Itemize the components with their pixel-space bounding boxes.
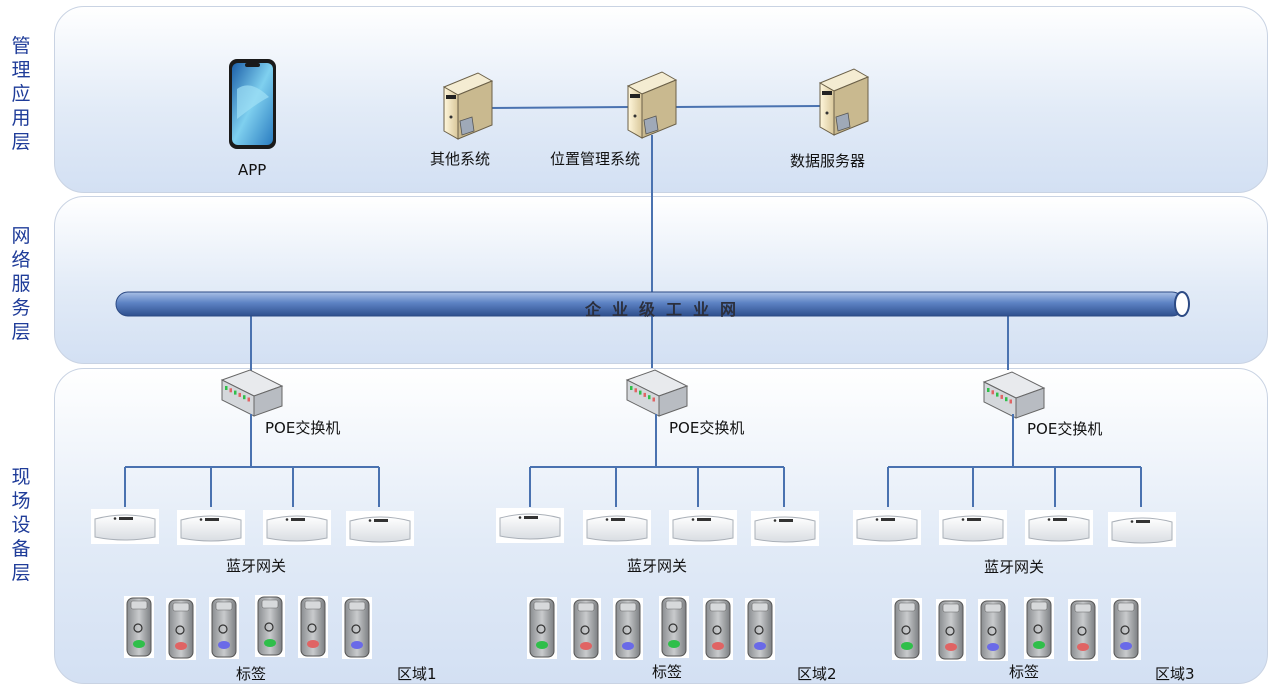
phone-icon bbox=[229, 59, 276, 149]
layer-title-net: 网络服务层 bbox=[11, 225, 31, 343]
tag-icon bbox=[613, 598, 643, 660]
tag-icon bbox=[571, 598, 601, 660]
zone-label: 区域2 bbox=[797, 665, 837, 683]
gateway-label: 蓝牙网关 bbox=[984, 558, 1045, 576]
enterprise-network-bus bbox=[115, 291, 1190, 317]
tag-icon bbox=[342, 597, 372, 659]
bluetooth-gateway-icon bbox=[1108, 512, 1176, 547]
tag-icon bbox=[1024, 597, 1054, 659]
bluetooth-gateway-icon bbox=[1025, 510, 1093, 545]
bluetooth-gateway-icon bbox=[669, 510, 737, 545]
data-server-label: 数据服务器 bbox=[790, 152, 866, 170]
bluetooth-gateway-icon bbox=[91, 509, 159, 544]
tag-icon bbox=[703, 598, 733, 660]
tag-label: 标签 bbox=[236, 665, 267, 683]
tag-icon bbox=[298, 596, 328, 658]
poe-switch-icon bbox=[982, 371, 1046, 419]
gateway-label: 蓝牙网关 bbox=[226, 557, 287, 575]
other-system-label: 其他系统 bbox=[430, 150, 491, 168]
tag-label: 标签 bbox=[652, 663, 683, 681]
tag-icon bbox=[1111, 598, 1141, 660]
zone-label: 区域3 bbox=[1155, 665, 1195, 683]
tag-icon bbox=[527, 597, 557, 659]
bluetooth-gateway-icon bbox=[177, 510, 245, 545]
tag-icon bbox=[978, 599, 1008, 661]
layer-title-field: 现场设备层 bbox=[11, 466, 31, 584]
tag-label: 标签 bbox=[1009, 663, 1040, 681]
app-label: APP bbox=[238, 161, 267, 179]
network-service-layer bbox=[54, 196, 1268, 364]
bluetooth-gateway-icon bbox=[853, 510, 921, 545]
bluetooth-gateway-icon bbox=[263, 510, 331, 545]
poe-switch-icon bbox=[625, 369, 689, 417]
switch-label: POE交换机 bbox=[1027, 420, 1103, 438]
server-icon bbox=[818, 68, 870, 136]
bus-label: 企业级工业网 bbox=[585, 300, 748, 319]
tag-icon bbox=[936, 599, 966, 661]
server-icon bbox=[442, 72, 494, 140]
bluetooth-gateway-icon bbox=[583, 510, 651, 545]
tag-icon bbox=[892, 598, 922, 660]
switch-label: POE交换机 bbox=[669, 419, 745, 437]
tag-icon bbox=[255, 595, 285, 657]
bluetooth-gateway-icon bbox=[346, 511, 414, 546]
bluetooth-gateway-icon bbox=[939, 510, 1007, 545]
tag-icon bbox=[1068, 599, 1098, 661]
bluetooth-gateway-icon bbox=[751, 511, 819, 546]
poe-switch-icon bbox=[220, 369, 284, 417]
tag-icon bbox=[166, 598, 196, 660]
tag-icon bbox=[659, 596, 689, 658]
bluetooth-gateway-icon bbox=[496, 508, 564, 543]
tag-icon bbox=[209, 597, 239, 659]
gateway-label: 蓝牙网关 bbox=[627, 557, 688, 575]
server-icon bbox=[626, 71, 678, 139]
zone-label: 区域1 bbox=[397, 665, 437, 683]
switch-label: POE交换机 bbox=[265, 419, 341, 437]
layer-title-app: 管理应用层 bbox=[11, 35, 31, 153]
tag-icon bbox=[124, 596, 154, 658]
tag-icon bbox=[745, 598, 775, 660]
location-system-label: 位置管理系统 bbox=[550, 150, 641, 168]
